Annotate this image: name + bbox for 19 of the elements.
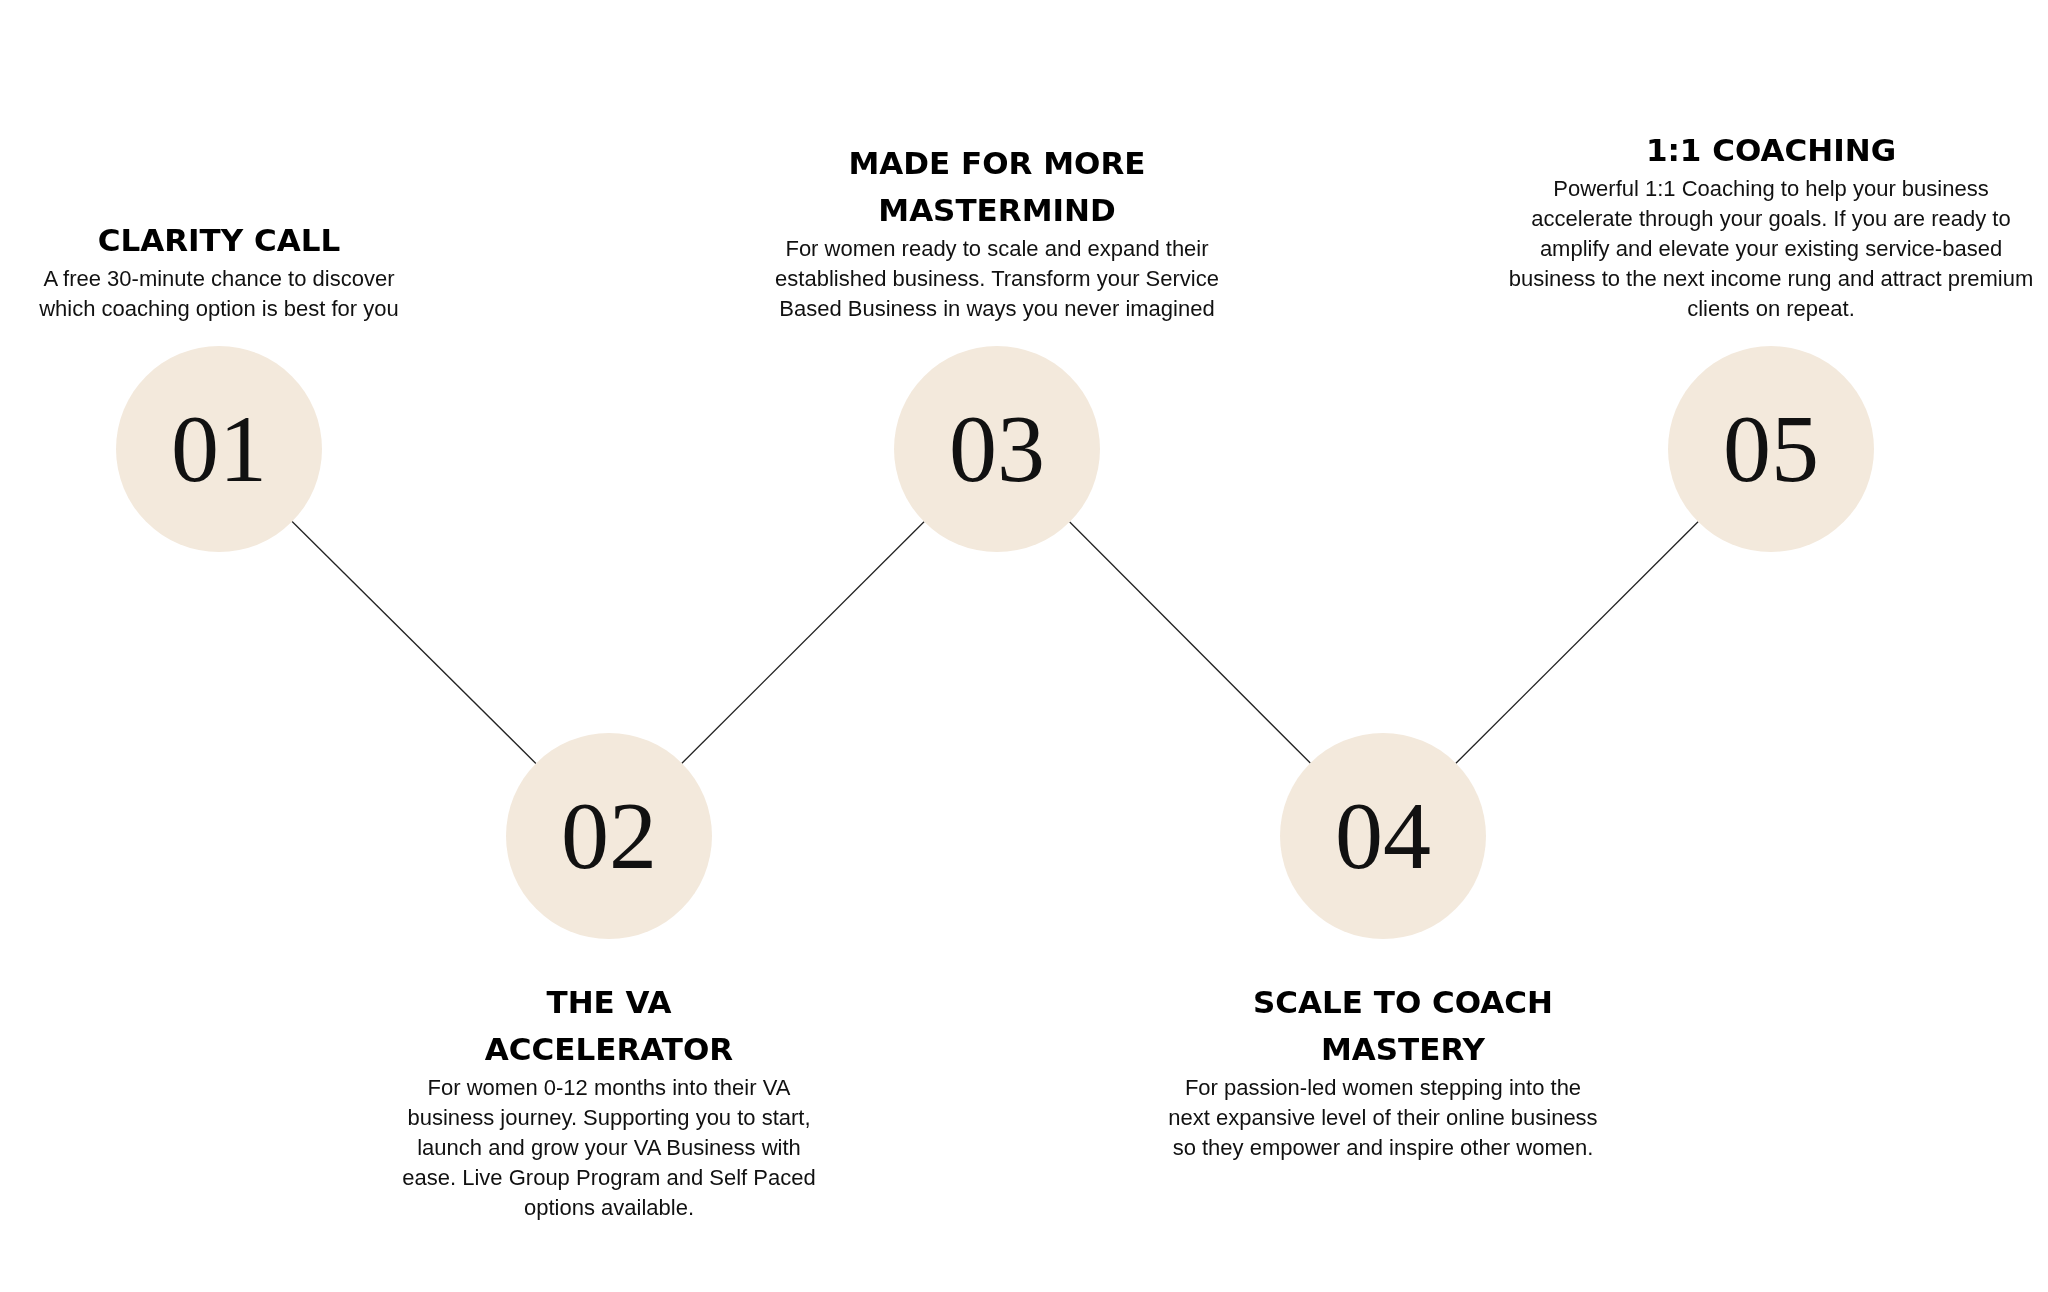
step-title: SCALE TO COACH MASTERY [1251, 983, 1554, 1069]
connector-line [1069, 521, 1311, 764]
step-title: 1:1 COACHING [1644, 131, 1898, 170]
step-title: THE VA ACCELERATOR [483, 983, 735, 1069]
step-number: 01 [171, 401, 267, 497]
step-number: 04 [1335, 788, 1431, 884]
step-description: For women ready to scale and expand their established business. Transform your Service Based Business in ways you never imagined [774, 235, 1220, 323]
step-description: For women 0-12 months into their VA business journey. Supporting you to start, launch and grow your VA Business with ease. Live Group Program and Self Paced options available. [401, 1074, 817, 1222]
step-title: CLARITY CALL [96, 221, 342, 260]
step-number: 05 [1723, 401, 1819, 497]
step-number: 02 [561, 788, 657, 884]
step-description: For passion-led women stepping into the next expansive level of their online business so they empower and inspire other women. [1168, 1074, 1598, 1162]
step-description: A free 30-minute chance to discover which coaching option is best for you [38, 265, 400, 323]
connector-line [291, 520, 537, 765]
step-title: MADE FOR MORE MASTERMIND [847, 144, 1147, 230]
step-number: 03 [949, 401, 1045, 497]
step-description: Powerful 1:1 Coaching to help your business accelerate through your goals. If you are ready to amplify and elevate your existing service-based business to the next income rung and attract premium clients on repeat. [1507, 175, 2035, 323]
connector-line [1455, 521, 1699, 764]
connector-line [681, 521, 925, 764]
